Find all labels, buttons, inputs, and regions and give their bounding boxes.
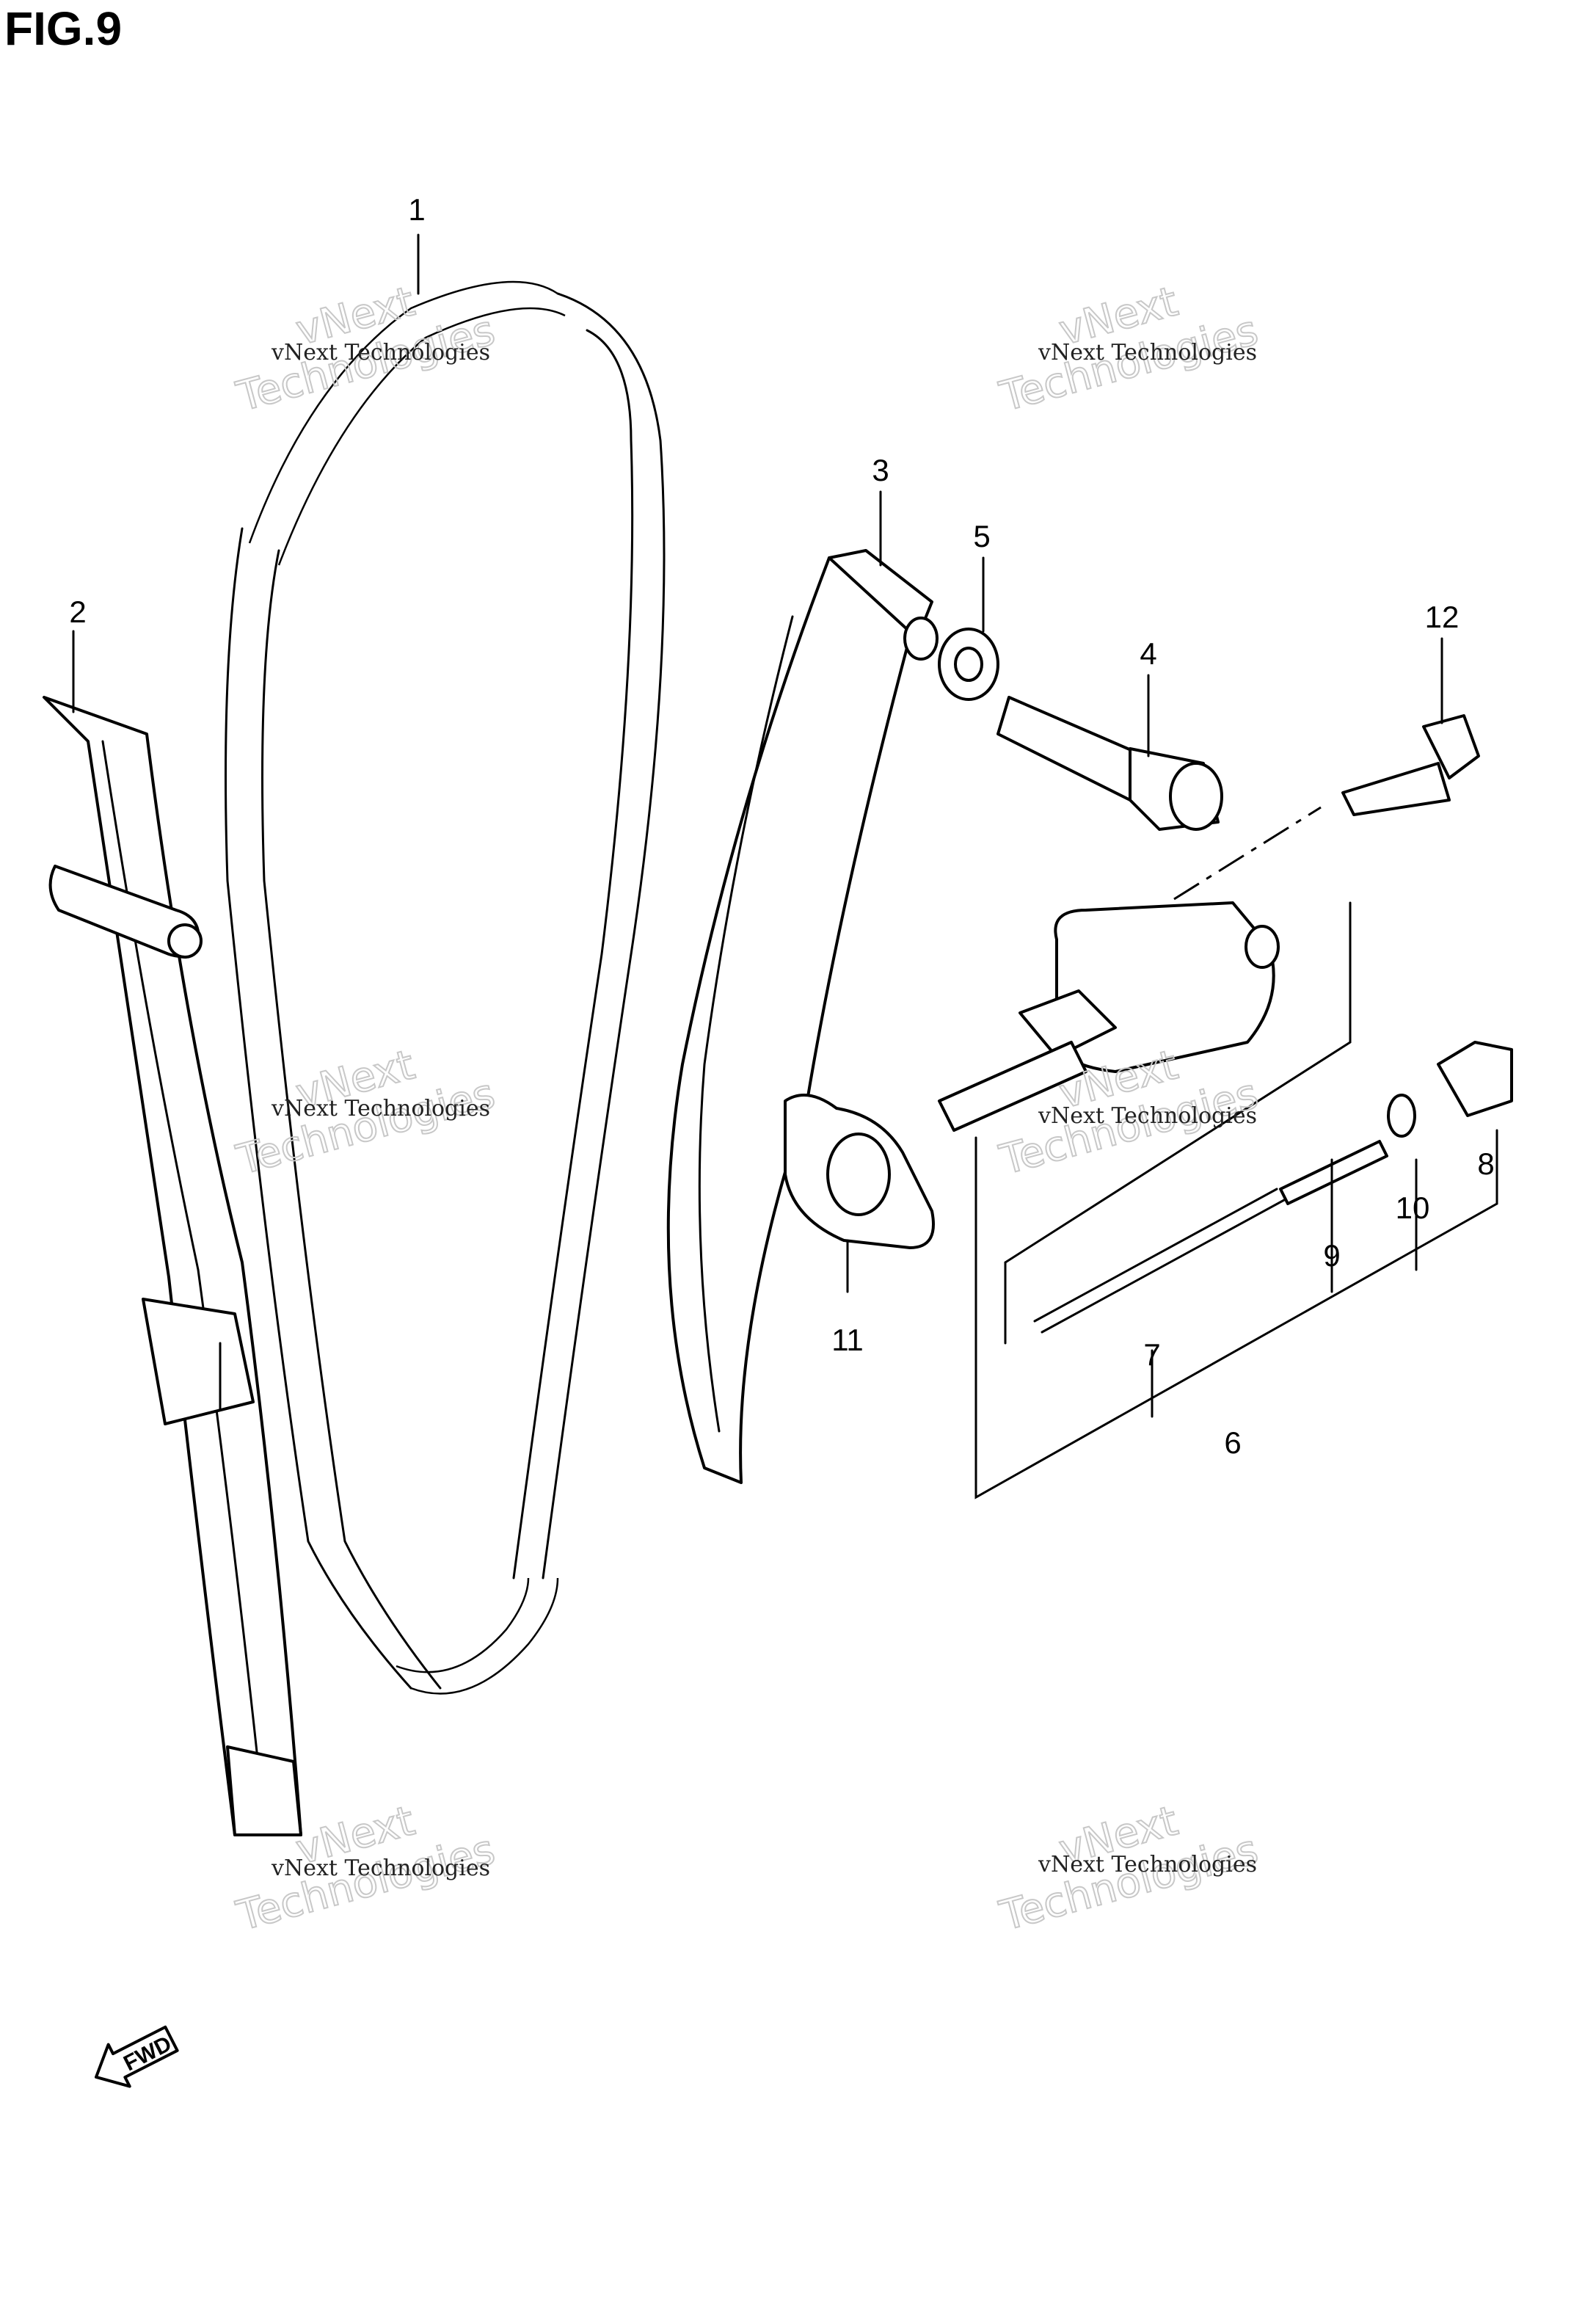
callout-3: 3 <box>872 453 889 487</box>
svg-text:vNext Technologies: vNext Technologies <box>1038 1103 1257 1129</box>
callout-8: 8 <box>1477 1146 1494 1181</box>
pin-part[interactable] <box>1279 1140 1388 1205</box>
callout-9: 9 <box>1323 1238 1340 1273</box>
watermark-mid-left: Technologies vNext vNext Technologies <box>231 1040 500 1185</box>
svg-text:vNext Technologies: vNext Technologies <box>271 1096 490 1122</box>
svg-text:vNext Technologies: vNext Technologies <box>271 340 490 366</box>
tensioner-assembly-part[interactable] <box>938 806 1322 1132</box>
callout-6: 6 <box>1224 1425 1241 1460</box>
leader-lines <box>72 233 1443 1293</box>
callout-1: 1 <box>408 192 425 227</box>
watermark-top-right: Technologies vNext vNext Technologies <box>994 277 1264 421</box>
chain-guide-part[interactable] <box>43 696 302 1836</box>
callout-4: 4 <box>1140 636 1156 671</box>
washer-part[interactable] <box>938 628 999 701</box>
callout-11: 11 <box>831 1323 864 1357</box>
assembly-bracket <box>974 901 1498 1499</box>
callout-10: 10 <box>1396 1190 1430 1225</box>
tensioner-arm-part[interactable] <box>666 549 939 1484</box>
callout-2: 2 <box>69 595 86 629</box>
figure-title: FIG.9 <box>4 2 123 55</box>
gasket-part[interactable] <box>784 1094 935 1249</box>
bolt-12-part[interactable] <box>1341 714 1480 816</box>
watermark-bottom-right: Technologies vNext vNext Technologies <box>994 1796 1264 1941</box>
spring-part[interactable] <box>1033 1188 1286 1334</box>
callout-5: 5 <box>973 519 990 553</box>
bolt-part[interactable] <box>996 696 1223 831</box>
svg-text:vNext Technologies: vNext Technologies <box>271 1855 490 1881</box>
o-ring-part[interactable] <box>1387 1094 1416 1138</box>
fwd-arrow-icon: FWD <box>94 2025 179 2088</box>
cap-bolt-part[interactable] <box>1437 1041 1513 1117</box>
callout-7: 7 <box>1143 1337 1160 1372</box>
svg-text:vNext Technologies: vNext Technologies <box>1038 340 1257 366</box>
callout-numbers: 1 2 3 4 5 6 7 8 9 10 11 12 <box>69 192 1494 1460</box>
svg-text:vNext Technologies: vNext Technologies <box>1038 1852 1257 1877</box>
cam-chain-part[interactable] <box>225 280 666 1695</box>
callout-12: 12 <box>1425 600 1460 634</box>
watermark-top-left: Technologies vNext vNext Technologies <box>231 277 500 421</box>
